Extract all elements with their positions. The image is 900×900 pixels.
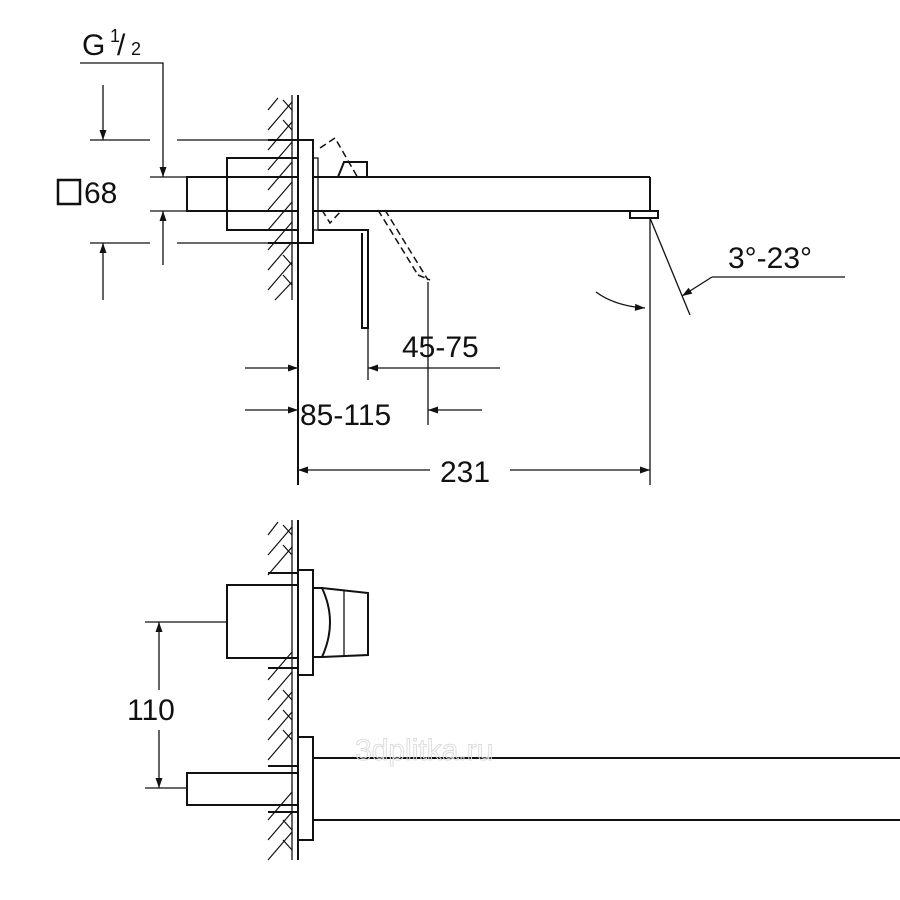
watermark: 3dplitka.ru [355, 734, 493, 767]
square-symbol-icon [56, 178, 82, 206]
square-dimension: 68 [56, 85, 270, 300]
handle-front [226, 569, 369, 676]
thread-numerator: 1 [110, 26, 120, 46]
wall-top [267, 95, 299, 485]
wall-depth-dimension: 85-115 [245, 310, 482, 432]
spacing-label: 110 [127, 694, 175, 727]
thread-label: G 1 / 2 [80, 26, 167, 265]
side-view: G 1 / 2 68 45-75 [56, 26, 845, 489]
spout-length-dimension: 231 [298, 218, 651, 489]
front-view: 110 [127, 520, 900, 861]
lever-reach-dimension: 45-75 [245, 328, 500, 380]
thread-g: G [82, 29, 105, 62]
faucet-side [186, 136, 659, 329]
wall-depth-label: 85-115 [300, 399, 391, 432]
angle-dimension: 3°-23° [595, 217, 845, 316]
spout-length-label: 231 [440, 456, 490, 489]
thread-slash: / [117, 29, 126, 62]
square-size-label: 68 [84, 177, 117, 210]
lever-reach-label: 45-75 [402, 331, 479, 364]
wall-bottom [267, 520, 299, 861]
angle-label: 3°-23° [728, 242, 812, 275]
thread-denominator: 2 [131, 39, 141, 59]
spacing-dimension: 110 [127, 621, 227, 789]
spout-front [186, 736, 900, 841]
